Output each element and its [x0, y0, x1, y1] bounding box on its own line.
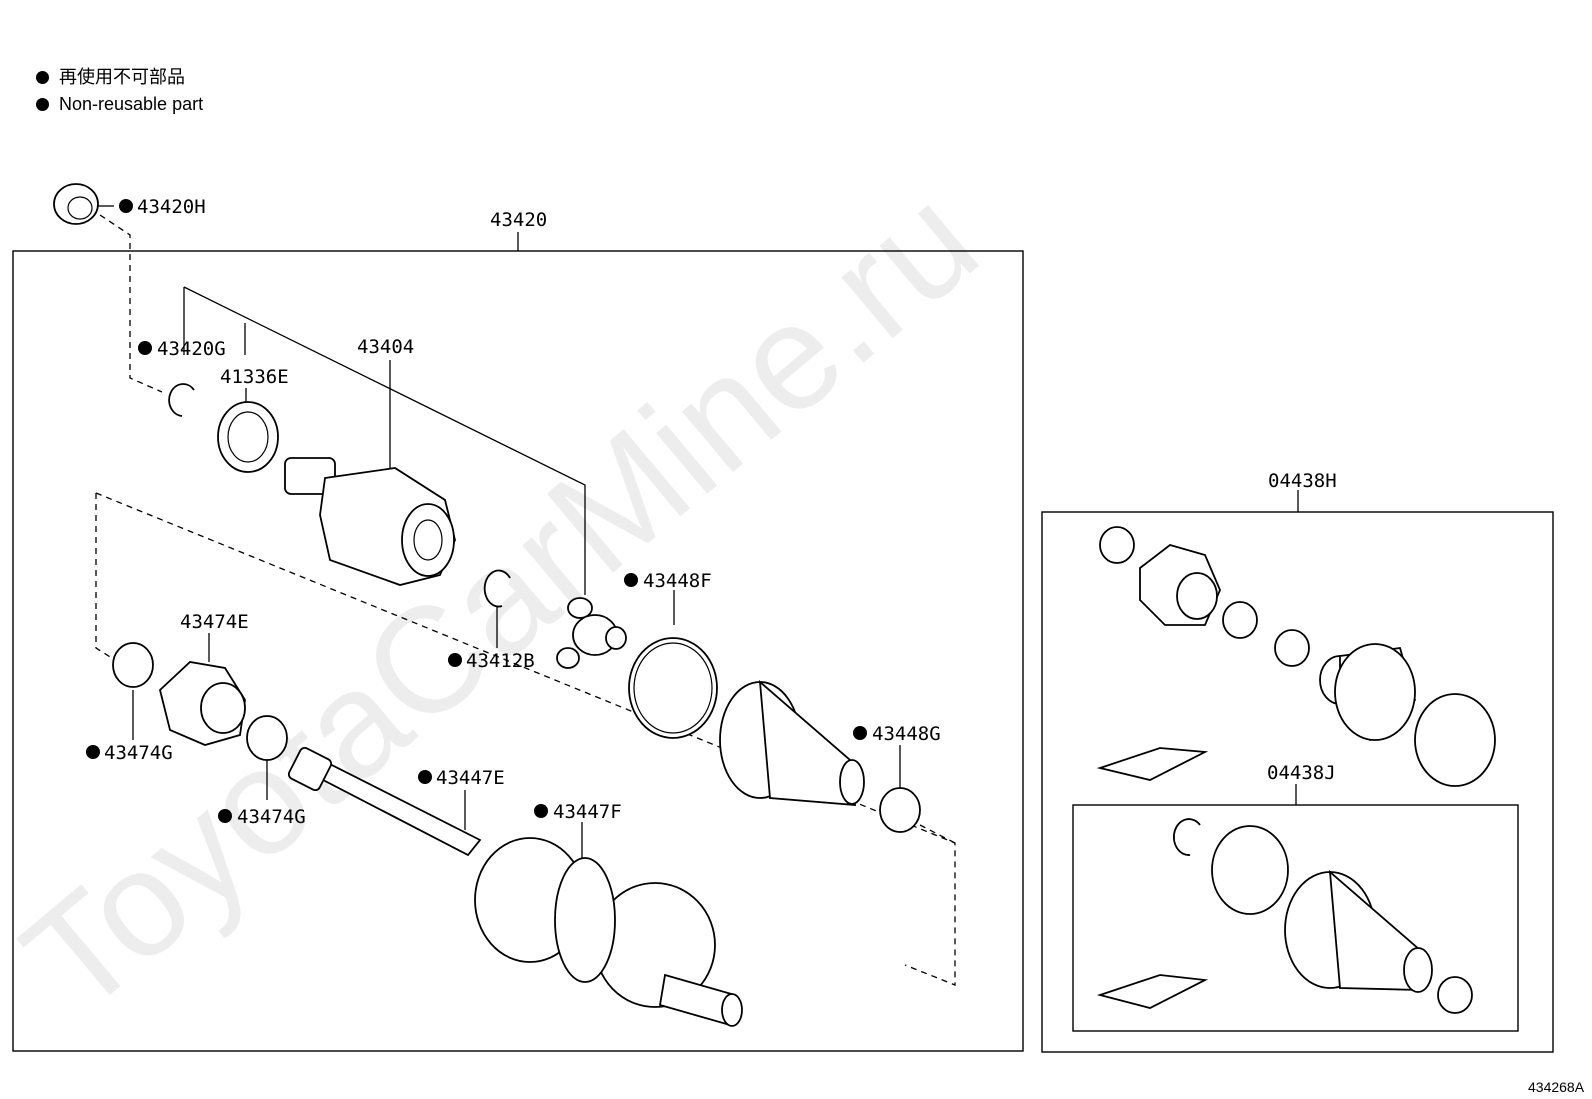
- kit-04438H-parts: [1096, 526, 1496, 787]
- label-43404: 43404: [357, 336, 414, 358]
- label-04438H: 04438H: [1268, 470, 1337, 492]
- kit-04438J-parts: [1096, 818, 1473, 1014]
- figure-reference-number: 434268A: [1528, 1079, 1585, 1095]
- non-reusable-bullet-icon: [534, 804, 548, 818]
- part-tripod-joint: [556, 597, 627, 669]
- non-reusable-bullet-icon: [86, 745, 100, 759]
- label-43448F: 43448F: [643, 570, 712, 592]
- part-43420H-seal: [53, 183, 99, 225]
- legend-english-text: Non-reusable part: [59, 94, 204, 114]
- part-inboard-boot: [719, 679, 865, 806]
- legend-japanese-text: 再使用不可部品: [59, 67, 185, 87]
- label-43420: 43420: [490, 209, 547, 231]
- label-43474G-b: 43474G: [237, 806, 306, 828]
- label-43474G-a: 43474G: [104, 742, 173, 764]
- part-43448G-clamp: [879, 787, 921, 833]
- label-41336E: 41336E: [220, 366, 289, 388]
- part-43474G-clamp-b: [246, 715, 288, 761]
- label-43412B: 43412B: [466, 650, 535, 672]
- label-43448G: 43448G: [872, 723, 941, 745]
- label-43420G: 43420G: [157, 338, 226, 360]
- non-reusable-bullet-icon: [119, 199, 133, 213]
- part-43448F-clamp: [628, 637, 718, 739]
- part-43474G-clamp-a: [112, 642, 154, 688]
- non-reusable-bullet-icon: [448, 653, 462, 667]
- non-reusable-bullet-icon: [36, 98, 49, 111]
- legend-japanese: 再使用不可部品: [36, 66, 185, 88]
- non-reusable-bullet-icon: [218, 809, 232, 823]
- part-drive-shaft-assembly: [287, 746, 743, 1027]
- non-reusable-bullet-icon: [853, 726, 867, 740]
- part-43474E-damper: [158, 661, 246, 746]
- legend-english: Non-reusable part: [36, 93, 203, 115]
- part-43404-joint-housing: [284, 457, 456, 586]
- label-43420H: 43420H: [137, 196, 206, 218]
- non-reusable-bullet-icon: [624, 573, 638, 587]
- label-43447E: 43447E: [436, 767, 505, 789]
- non-reusable-bullet-icon: [36, 71, 49, 84]
- non-reusable-bullet-icon: [138, 341, 152, 355]
- label-43447F: 43447F: [553, 801, 622, 823]
- label-43474E: 43474E: [180, 611, 249, 633]
- part-43412B-snap-ring: [483, 569, 511, 608]
- label-04438J: 04438J: [1267, 762, 1336, 784]
- non-reusable-bullet-icon: [418, 770, 432, 784]
- part-41336E-ring: [217, 401, 279, 473]
- part-43420G-snap-ring: [168, 383, 195, 417]
